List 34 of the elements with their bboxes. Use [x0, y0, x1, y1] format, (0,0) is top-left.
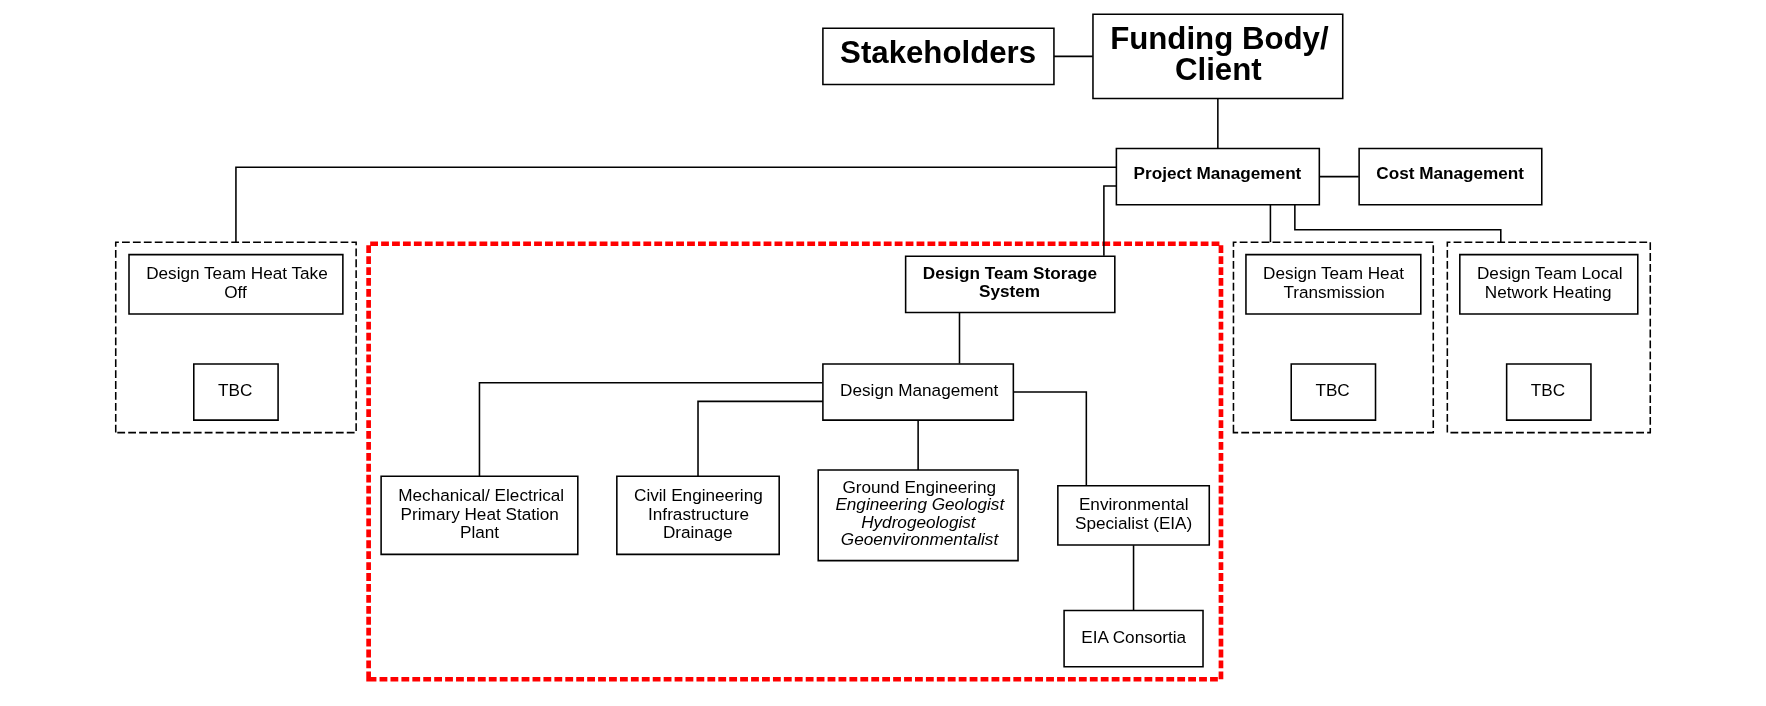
node-box: TBC	[1290, 363, 1377, 421]
connector	[1012, 391, 1088, 487]
connector	[235, 166, 1117, 243]
node-box: Stakeholders	[822, 27, 1055, 86]
connector	[1319, 175, 1360, 178]
connector	[1053, 55, 1094, 58]
node-box: Project Management	[1115, 147, 1321, 206]
connector	[958, 311, 961, 365]
node-box: Design Team Storage System	[904, 255, 1116, 314]
node-box: Civil Engineering Infrastructure Drainage	[616, 475, 780, 556]
node-box: TBC	[193, 363, 279, 421]
cluster	[114, 241, 357, 434]
node-box: Environmental Specialist (EIA)	[1057, 484, 1211, 546]
node-box: Design Management	[822, 363, 1015, 421]
connector	[917, 419, 919, 471]
node-box: EIA Consortia	[1063, 609, 1204, 668]
connector	[697, 400, 824, 477]
connector	[1294, 204, 1502, 243]
cluster	[1232, 241, 1435, 434]
connector	[1103, 185, 1117, 257]
node-box: Design Team Local Network Heating	[1459, 253, 1639, 315]
node-box: Ground Engineering Engineering Geologist Hydrogeologist Geoenvironmentalist	[817, 469, 1019, 562]
connector	[1269, 204, 1272, 243]
node-box: Design Team Heat Take Off	[128, 253, 344, 315]
node-box: Cost Management	[1358, 147, 1543, 206]
connector	[1217, 98, 1219, 149]
connector	[478, 381, 824, 478]
cluster	[1446, 241, 1652, 434]
node-box: Design Team Heat Transmission	[1245, 253, 1422, 315]
node-box: Funding Body/ Client	[1092, 13, 1344, 100]
cluster	[366, 241, 1224, 682]
node-box: TBC	[1505, 363, 1592, 421]
node-box: Mechanical/ Electrical Primary Heat Station Plant	[380, 475, 579, 556]
connector	[1132, 544, 1135, 612]
